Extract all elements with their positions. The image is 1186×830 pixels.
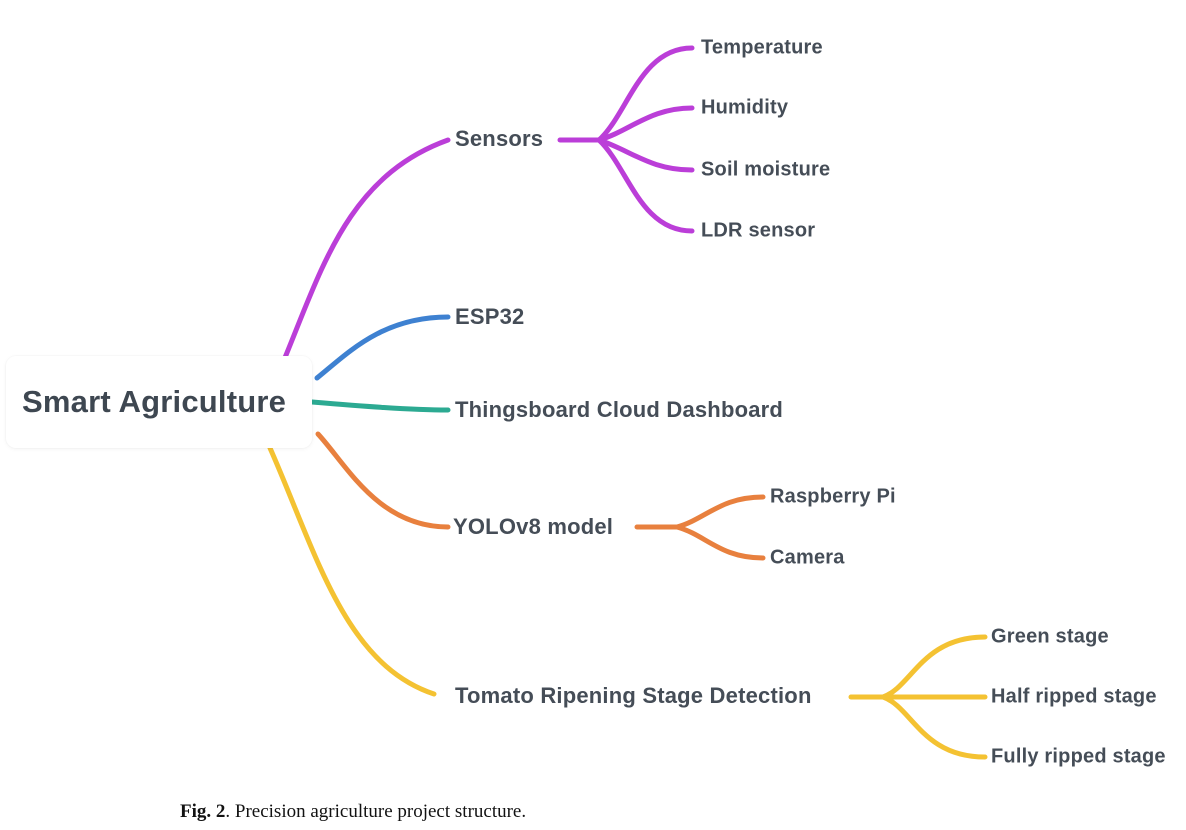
node-half-ripped-stage: Half ripped stage xyxy=(991,685,1157,708)
node-sensors: Sensors xyxy=(455,126,544,151)
node-humidity: Humidity xyxy=(701,96,789,119)
node-green-stage: Green stage xyxy=(991,625,1109,648)
branch-humidity-path xyxy=(596,105,695,143)
branch-tomato-path xyxy=(267,445,437,697)
branch-fully-ripped-path xyxy=(880,694,988,760)
node-soil-moisture: Soil moisture xyxy=(701,158,831,181)
branch-ldr-sensor-path xyxy=(596,137,695,234)
figure-caption-number: Fig. 2 xyxy=(180,801,226,822)
node-temperature: Temperature xyxy=(701,36,823,59)
root-node-label: Smart Agriculture xyxy=(22,384,287,419)
branch-sensors-path xyxy=(281,137,451,363)
branch-temperature-path xyxy=(596,45,695,143)
figure-caption: Fig. 2. Precision agriculture project st… xyxy=(180,801,526,823)
node-esp32: ESP32 xyxy=(455,304,525,329)
node-tomato-ripening-stage-detection: Tomato Ripening Stage Detection xyxy=(455,683,812,708)
branch-yolov8-path xyxy=(315,431,451,530)
branch-thingsboard-path xyxy=(309,399,451,413)
node-fully-ripped-stage: Fully ripped stage xyxy=(991,745,1166,768)
branch-camera-path xyxy=(674,524,766,561)
branch-green-stage-path xyxy=(880,634,988,700)
node-yolov8-model: YOLOv8 model xyxy=(453,514,614,539)
root-node-card xyxy=(6,356,312,448)
figure-caption-text: . Precision agriculture project structur… xyxy=(225,801,527,822)
node-camera: Camera xyxy=(770,546,845,569)
node-ldr-sensor: LDR sensor xyxy=(701,219,816,242)
node-thingsboard-cloud-dashboard: Thingsboard Cloud Dashboard xyxy=(455,397,784,422)
node-raspberry-pi: Raspberry Pi xyxy=(770,485,896,508)
branch-esp32-path xyxy=(314,314,451,381)
branch-soil-moisture-path xyxy=(596,137,695,173)
branch-raspberry-pi-path xyxy=(674,494,766,530)
